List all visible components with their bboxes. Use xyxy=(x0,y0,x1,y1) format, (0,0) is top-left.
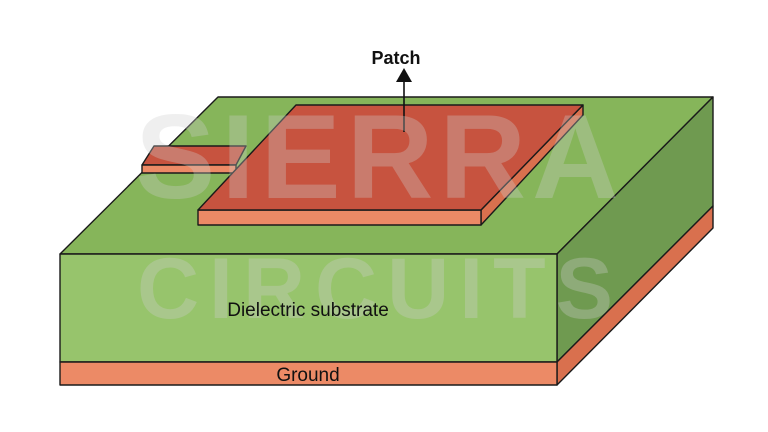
watermark-line2: CIRCUITS xyxy=(137,241,623,337)
patch-label: Patch xyxy=(371,48,420,68)
ground-label: Ground xyxy=(276,365,339,386)
substrate-front-face xyxy=(59,253,558,363)
watermark-line1: SIERRA xyxy=(135,90,624,224)
patch-top-face xyxy=(197,104,584,211)
ground-front-face xyxy=(59,361,558,386)
substrate-label: Dielectric substrate xyxy=(227,300,389,321)
patch-arrow-head xyxy=(396,68,412,82)
